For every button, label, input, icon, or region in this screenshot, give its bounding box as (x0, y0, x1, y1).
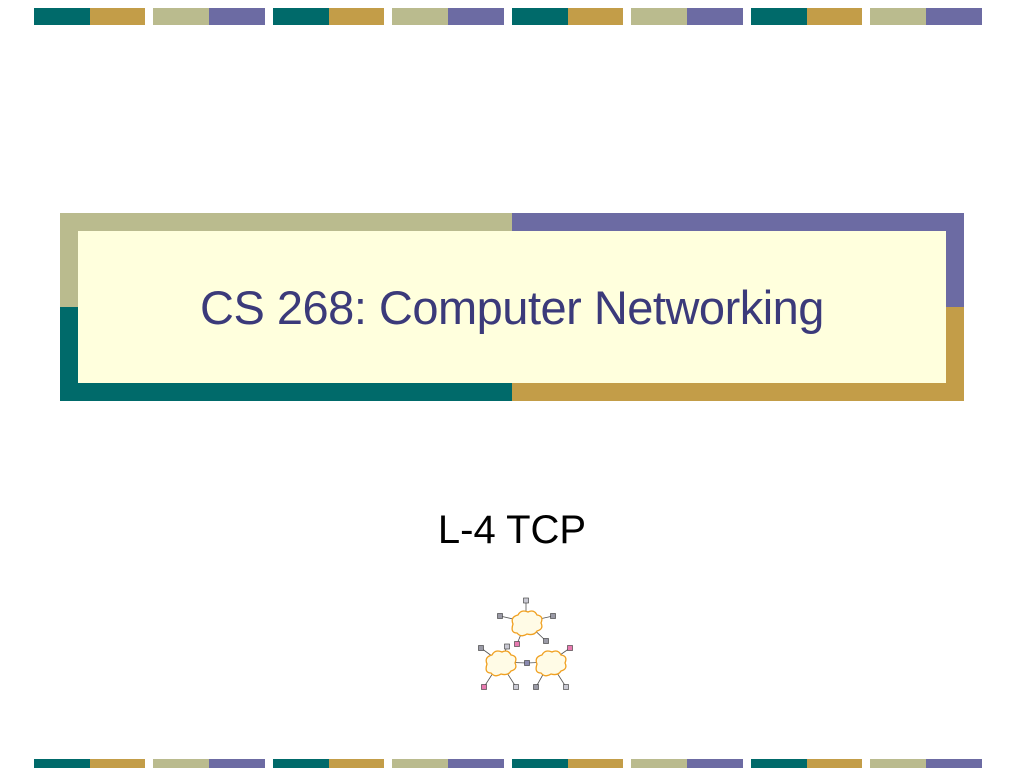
stripe-teal (512, 759, 568, 768)
slide-title: CS 268: Computer Networking (200, 280, 824, 334)
stripe-gold (807, 8, 862, 25)
stripe-teal (751, 759, 807, 768)
stripe-gold (568, 8, 623, 25)
slide-subtitle: L-4 TCP (437, 508, 587, 552)
stripe-slate (687, 759, 743, 768)
stripe-slate (926, 8, 982, 25)
stripe-gold (90, 8, 145, 25)
stripe-gold (329, 8, 384, 25)
bottom-stripe-band (34, 759, 982, 768)
stripe-slate (209, 759, 265, 768)
top-stripe-band (34, 8, 982, 25)
stripe-gold (568, 759, 623, 768)
stripe-teal (273, 759, 329, 768)
stripe-sage (153, 8, 209, 25)
stripe-sage (631, 759, 687, 768)
stripe-teal (512, 8, 568, 25)
stripe-sage (631, 8, 687, 25)
stripe-slate (209, 8, 265, 25)
stripe-teal (751, 8, 807, 25)
stripe-slate (687, 8, 743, 25)
stripe-slate (926, 759, 982, 768)
stripe-slate (448, 759, 504, 768)
stripe-teal (34, 759, 90, 768)
stripe-gold (329, 759, 384, 768)
stripe-slate (448, 8, 504, 25)
stripe-teal (34, 8, 90, 25)
stripe-sage (392, 8, 448, 25)
cloud-group (485, 610, 567, 677)
stripe-gold (90, 759, 145, 768)
stripe-sage (392, 759, 448, 768)
title-box: CS 268: Computer Networking (78, 231, 946, 383)
stripe-sage (870, 759, 926, 768)
stripe-gold (807, 759, 862, 768)
stripe-teal (273, 8, 329, 25)
stripe-sage (153, 759, 209, 768)
title-frame: CS 268: Computer Networking (60, 213, 964, 401)
network-cloud-topology-icon (478, 597, 573, 690)
stripe-sage (870, 8, 926, 25)
